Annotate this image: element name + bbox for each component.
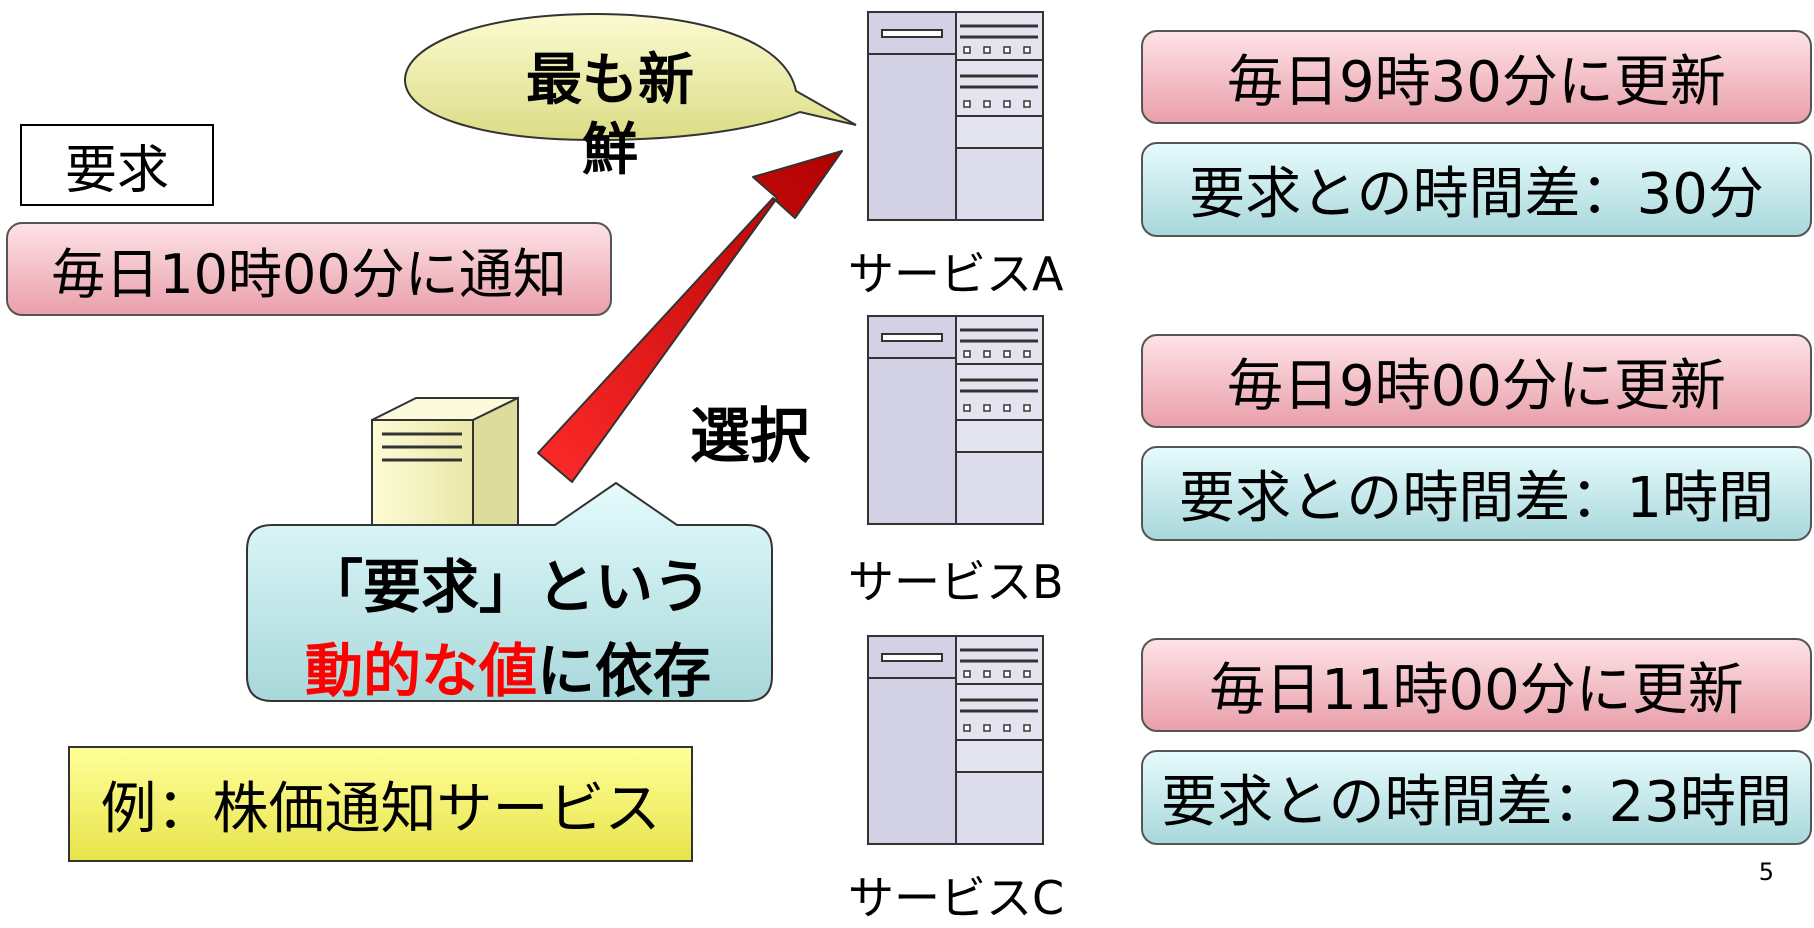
service-c-diff-box: 要求との時間差：23時間	[1141, 750, 1812, 845]
fresh-line-1: 最も新	[526, 48, 694, 113]
fresh-bubble-text: 最も新 鮮	[500, 46, 720, 186]
server-a-icon	[867, 11, 1044, 221]
dependency-bubble-text: 「要求」という 動的な値に依存	[244, 545, 772, 713]
service-b-diff-box: 要求との時間差：1時間	[1141, 446, 1812, 541]
page-number: 5	[1758, 858, 1774, 886]
service-c-update-box: 毎日11時00分に更新	[1141, 638, 1812, 732]
dynamic-value-highlight: 動的な値	[304, 637, 537, 705]
server-c-icon	[867, 635, 1044, 845]
service-a-update-box: 毎日9時30分に更新	[1141, 30, 1812, 124]
service-a-diff-box: 要求との時間差：30分	[1141, 142, 1812, 237]
service-a-caption: サービスA	[848, 247, 1064, 301]
server-b-icon	[867, 315, 1044, 525]
service-b-caption: サービスB	[848, 555, 1064, 609]
notify-time-box: 毎日10時00分に通知	[6, 222, 612, 316]
dependency-line-1: 「要求」という	[304, 553, 711, 621]
dependency-rest: に依存	[537, 637, 712, 705]
client-computer-icon	[371, 396, 519, 531]
service-c-caption: サービスC	[848, 871, 1065, 925]
request-label: 要求	[20, 124, 214, 206]
dependency-line-2: 動的な値に依存	[244, 629, 772, 713]
selection-arrow	[537, 150, 843, 483]
service-b-update-box: 毎日9時00分に更新	[1141, 334, 1812, 428]
fresh-line-2: 鮮	[582, 118, 638, 183]
select-label: 選択	[690, 402, 810, 472]
fresh-speech-bubble	[403, 12, 857, 142]
example-box: 例：株価通知サービス	[68, 746, 693, 862]
dependency-speech-bubble	[246, 481, 773, 702]
